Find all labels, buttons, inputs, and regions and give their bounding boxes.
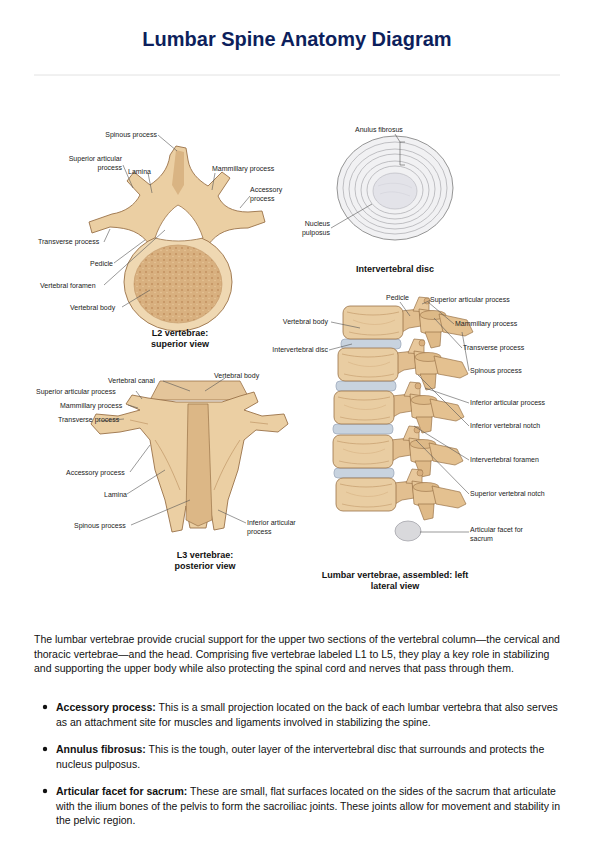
part-label: Superior vertebral notch [470, 490, 570, 499]
part-label: Intervertebral foramen [470, 456, 570, 465]
part-label: Lamina [128, 168, 158, 177]
bullet-item: Articular facet for sacrum: These are sm… [56, 784, 561, 828]
page-title: Lumbar Spine Anatomy Diagram [0, 27, 594, 51]
part-label: Vertebral body [268, 318, 328, 327]
part-label: Transverse process [58, 416, 133, 425]
part-label: Superior articular process [36, 388, 136, 397]
part-label: Mammillary process [212, 165, 287, 174]
part-label: Mammillary process [455, 320, 535, 329]
part-label: Lamina [104, 491, 134, 500]
part-label: Spinous process [97, 131, 157, 140]
body-text: The lumbar vertebrae provide crucial sup… [34, 632, 562, 676]
view-caption: L2 vertebrae: superior view [135, 328, 225, 350]
part-label: Accessory process [250, 186, 290, 203]
part-label: Intervertebral disc [248, 346, 328, 355]
bullet-item: Accessory process: This is a small proje… [56, 700, 561, 729]
part-label: Inferior articular process [247, 519, 309, 536]
part-label: Superior articular process [60, 155, 122, 172]
part-label: Superior articular process [430, 296, 530, 305]
part-label: Mammillary process [60, 402, 135, 411]
term-heading: Articular facet for sacrum: [56, 785, 187, 797]
part-label: Vertebral body [70, 304, 130, 313]
term-heading: Annulus fibrosus: [56, 743, 146, 755]
part-label: Inferior vertebral notch [470, 422, 570, 431]
part-label: Transverse process [463, 344, 543, 353]
part-label: Vertebral canal [108, 377, 168, 386]
term-heading: Accessory process: [56, 701, 156, 713]
part-label: Articular facet for sacrum [470, 526, 530, 543]
part-label: Anulus fibrosus [355, 126, 425, 135]
view-caption: L3 vertebrae: posterior view [160, 550, 250, 572]
part-label: Vertebral foramen [40, 282, 110, 291]
part-label: Vertebral body [214, 372, 274, 381]
part-label: Accessory process [66, 469, 141, 478]
part-label: Pedicle [386, 294, 416, 303]
part-label: Inferior articular process [470, 399, 570, 408]
part-label: Transverse process [38, 238, 108, 247]
bullet-item: Annulus fibrosus: This is the tough, out… [56, 742, 561, 771]
part-label: Spinous process [470, 367, 545, 376]
view-caption: Lumbar vertebrae, assembled: left latera… [320, 570, 470, 592]
part-label: Nucleus pulposus [290, 220, 330, 237]
part-label: Spinous process [74, 522, 139, 531]
part-label: Pedicle [90, 260, 120, 269]
view-caption: Intervertebral disc [330, 264, 460, 275]
